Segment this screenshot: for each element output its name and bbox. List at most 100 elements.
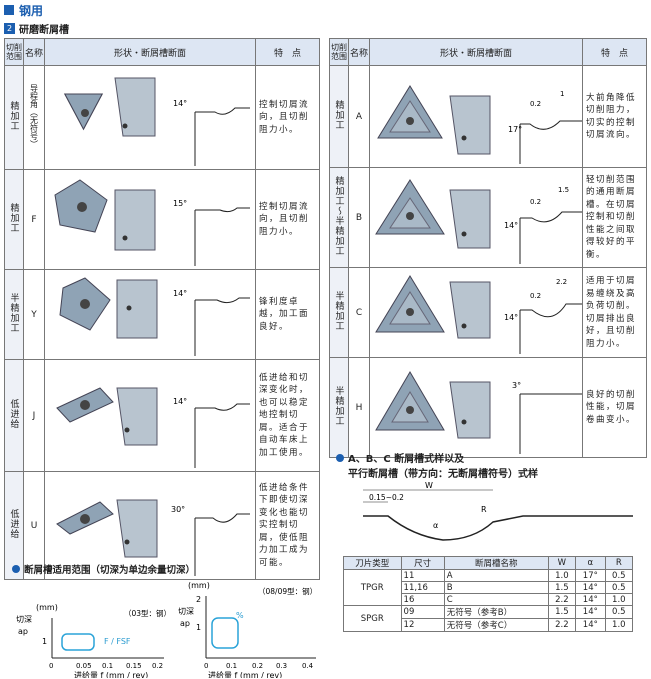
right-breaker-table: 切削范围 名称 形状・断屑槽断面 特 点 精加工 A 17° 0.2 1 大前角… <box>329 38 647 458</box>
table-row: 低进给 J 14° 低进给和切深变化时，也可以稳定地控制切屑。适合于自动车床上加… <box>4 359 320 472</box>
spec-table: 刀片类型 尺寸 断屑槽名称 W α R TPGR 11 A 1.0 17° 0.… <box>343 556 634 632</box>
svg-text:0.3: 0.3 <box>276 662 287 670</box>
feature-text: 锋利度卓越，加工面良好。 <box>255 269 320 360</box>
chart1-note: （03型：钢） <box>124 608 171 618</box>
feature-text: 适用于切屑易缠绕及高负荷切削。切屑排出良好，且切削阻力小。 <box>582 267 647 358</box>
row-name: Y <box>23 269 45 360</box>
row-name: C <box>348 267 370 358</box>
svg-text:R: R <box>481 505 487 514</box>
col-shape: 形状・断屑槽断面 <box>44 38 256 66</box>
svg-text:ap: ap <box>180 619 190 628</box>
row-cat: 低进给 <box>8 509 19 539</box>
insert-type: TPGR <box>343 569 402 606</box>
svg-text:17°: 17° <box>508 125 522 134</box>
insert-illustration: 30° <box>56 499 250 576</box>
col-cat: 切削范围 <box>4 38 24 66</box>
insert-illustration: 14° 0.2 2.2 <box>375 275 582 354</box>
row-cat: 精加工 <box>8 203 19 233</box>
insert-illustration: 14° <box>56 387 250 468</box>
svg-text:30°: 30° <box>171 505 185 514</box>
svg-text:0.1: 0.1 <box>226 662 237 670</box>
svg-text:0.15: 0.15 <box>126 662 142 670</box>
header-square-icon <box>4 5 14 15</box>
svg-text:0.2: 0.2 <box>252 662 263 670</box>
row-name: F <box>23 169 45 270</box>
col-name: 名称 <box>23 38 45 66</box>
page-title: 钢用 <box>19 3 44 18</box>
col-name: 名称 <box>348 38 370 66</box>
col-type: 刀片类型 <box>343 556 402 570</box>
col-a: α <box>575 556 606 570</box>
chart2-region <box>211 617 239 649</box>
insert-illustration: 17° 0.2 1 <box>377 85 582 164</box>
table-row: 半精加工 H 3° 良好的切削性能，切屑卷曲变小。 <box>329 357 647 458</box>
chart2-label: % <box>236 611 244 620</box>
svg-text:2: 2 <box>196 595 201 604</box>
row-cat: 半精加工 <box>8 293 19 333</box>
abc-section: A、B、C 断屑槽式样以及 平行断屑槽（带方向：无断屑槽符号）式样 <box>336 450 538 480</box>
svg-text:1: 1 <box>196 623 201 632</box>
feature-text: 轻切削范围的通用断屑槽。在切屑控制和切削性能之间取得较好的平衡。 <box>582 167 647 268</box>
table-row: 半精加工 C 14° 0.2 2.2 适用于切屑易缠绕及高负荷切削。切屑排出良好… <box>329 267 647 358</box>
row-name: J <box>23 359 45 472</box>
chart1-region <box>61 633 95 651</box>
row-cat: 半精加工 <box>333 291 344 331</box>
svg-text:0.2: 0.2 <box>530 198 541 206</box>
bullet-icon <box>12 565 20 573</box>
svg-text:W: W <box>425 481 433 490</box>
table-row: TPGR 11 A 1.0 17° 0.5 <box>343 569 634 606</box>
col-feat: 特 点 <box>582 38 647 66</box>
svg-text:14°: 14° <box>173 397 187 406</box>
svg-text:0.4: 0.4 <box>302 662 314 670</box>
chart2-note: （08/09型：钢） <box>258 586 317 596</box>
svg-text:0: 0 <box>49 662 53 670</box>
col-size: 尺寸 <box>400 556 445 570</box>
row-cat: 半精加工 <box>333 386 344 426</box>
chart1-label: F / FSF <box>104 637 131 646</box>
svg-text:α: α <box>433 521 438 530</box>
svg-text:0.1: 0.1 <box>102 662 113 670</box>
range-chart-1: (mm) 切深 ap （03型：钢） 1 F / FSF 0 0.05 0.1 … <box>16 603 171 678</box>
insert-illustration: 3° <box>375 371 582 454</box>
svg-text:0.2: 0.2 <box>152 662 163 670</box>
row-cat: 精加工 <box>333 100 344 130</box>
row-name: H <box>348 357 370 458</box>
abc-title-2: 平行断屑槽（带方向：无断屑槽符号）式样 <box>348 469 538 480</box>
chart2-ylabel: 切深 <box>178 607 194 616</box>
row-name: B <box>348 167 370 268</box>
chipbreaker-profile-diagram: W 0.15~0.2 α R <box>363 481 633 541</box>
range-section-title: 断屑槽适用范围（切深为单边余量切深） <box>12 562 195 576</box>
feature-text: 控制切屑流向，且切削阻力小。 <box>255 169 320 270</box>
feature-text: 控制切屑流向，且切削阻力小。 <box>255 65 320 170</box>
bullet-icon <box>336 454 344 462</box>
abc-title-1: A、B、C 断屑槽式样以及 <box>348 454 465 465</box>
svg-text:14°: 14° <box>173 99 187 108</box>
insert-illustration: 14° <box>63 77 250 166</box>
svg-text:0.05: 0.05 <box>76 662 92 670</box>
col-w: W <box>547 556 577 570</box>
table-row: 低进给 U 30° 低进给条件下即使切深变化也能切实控制切屑，使低阻力加工成为可… <box>4 471 320 580</box>
table-row: 精加工 导程角（无符号） 14° 控制切屑流向，且切削阻力小。 <box>4 65 320 170</box>
col-shape: 形状・断屑槽断面 <box>369 38 583 66</box>
svg-text:3°: 3° <box>512 381 521 390</box>
shape-cell: 14° <box>44 65 256 170</box>
table-row: 精加工 F 15° 控制切屑流向，且切削阻力小。 <box>4 169 320 270</box>
feature-text: 低进给条件下即使切深变化也能切实控制切屑，使低阻力加工成为可能。 <box>255 471 320 580</box>
row-name: 导程角（无符号） <box>29 84 39 148</box>
svg-text:0.2: 0.2 <box>530 100 541 108</box>
col-cat: 切削范围 <box>329 38 349 66</box>
svg-text:2.2: 2.2 <box>556 278 567 286</box>
col-r: R <box>604 556 634 570</box>
row-name: A <box>348 65 370 168</box>
insert-illustration: 15° <box>54 179 250 266</box>
range-chart-2: (mm) 切深 ap （08/09型：钢） 2 1 % 0 0.1 0.2 0.… <box>178 581 317 678</box>
chart2-unit: (mm) <box>188 581 210 590</box>
svg-text:ap: ap <box>18 627 28 636</box>
svg-text:14°: 14° <box>504 313 518 322</box>
svg-text:1: 1 <box>560 90 564 98</box>
feature-text: 大前角降低切削阻力，切实的控制切屑流向。 <box>582 65 647 168</box>
section-title: 研磨断屑槽 <box>19 25 69 36</box>
svg-text:1: 1 <box>42 637 47 646</box>
svg-text:0: 0 <box>204 662 208 670</box>
svg-text:14°: 14° <box>504 221 518 230</box>
